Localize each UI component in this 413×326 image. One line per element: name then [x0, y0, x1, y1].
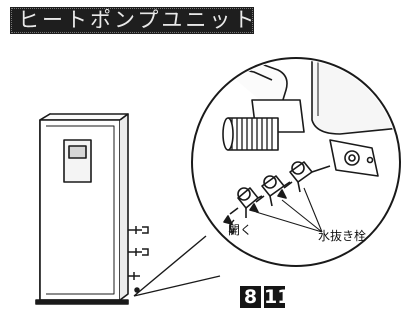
open-label: 開く — [228, 223, 253, 237]
pipe-fitting-icon — [128, 226, 149, 293]
step-badge-11: 11 — [264, 286, 291, 308]
threaded-pipe — [222, 117, 279, 151]
callout-lines — [133, 235, 221, 297]
drain-valve-icon — [223, 161, 331, 225]
step-badge-8: 8 — [240, 286, 261, 308]
title-text: ヒートポンプユニット — [18, 8, 258, 32]
magnified-view — [191, 57, 401, 267]
heat-pump-unit-icon — [35, 113, 129, 305]
title-banner: ヒートポンプユニット — [10, 7, 254, 34]
drain-valve-label: 水抜き栓 — [318, 229, 367, 243]
